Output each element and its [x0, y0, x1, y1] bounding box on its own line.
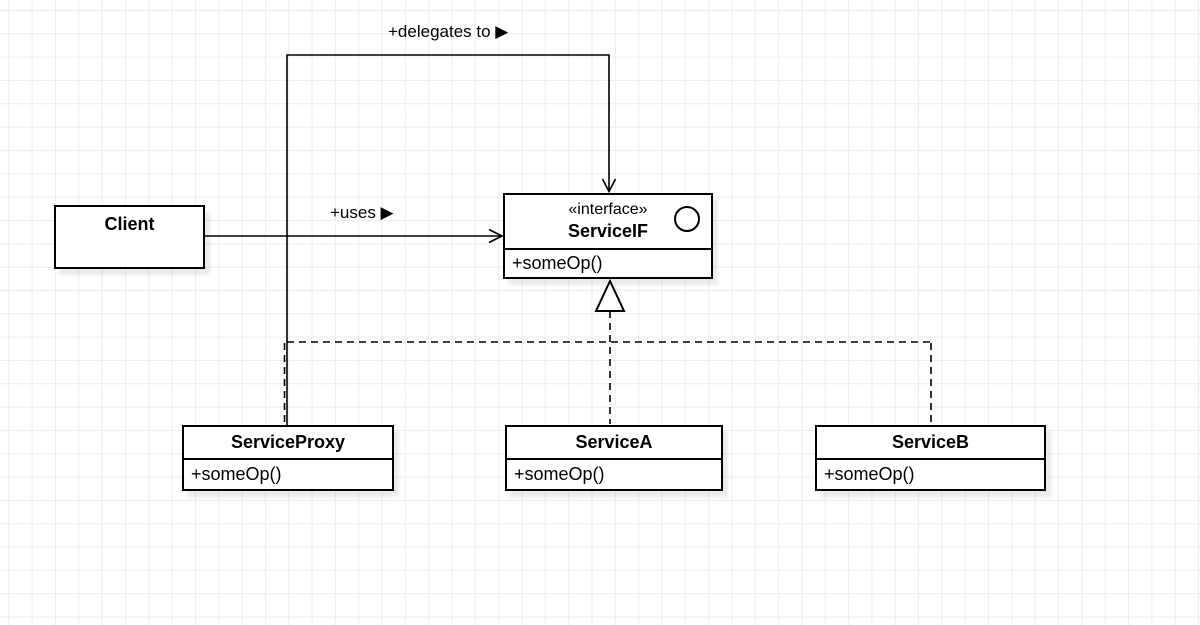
delegates-edge-label: +delegates to ▶ [388, 22, 509, 41]
interface-circle-icon [674, 206, 700, 232]
class-box-serviceb: ServiceB +someOp() [815, 425, 1046, 491]
delegates-open-arrowhead-icon [601, 178, 617, 194]
delegates-association-line [286, 54, 610, 425]
method-label-serviceif: +someOp() [512, 253, 603, 273]
method-label-serviceb: +someOp() [824, 464, 915, 484]
uses-open-arrowhead-icon [488, 228, 504, 244]
class-box-serviceif: «interface» ServiceIF +someOp() [503, 193, 713, 279]
method-label-servicea: +someOp() [514, 464, 605, 484]
class-box-serviceproxy: ServiceProxy +someOp() [182, 425, 394, 491]
class-header-serviceif: «interface» ServiceIF [505, 195, 711, 250]
class-name-serviceb: ServiceB [817, 427, 1044, 460]
realization-hollow-triangle-icon [594, 278, 626, 312]
class-box-client: Client [54, 205, 205, 269]
method-label-serviceproxy: +someOp() [191, 464, 282, 484]
class-name-servicea: ServiceA [507, 427, 721, 460]
class-box-servicea: ServiceA +someOp() [505, 425, 723, 491]
class-name-client: Client [104, 214, 155, 234]
class-name-serviceproxy: ServiceProxy [184, 427, 392, 460]
stereotype-label: «interface» [568, 201, 648, 219]
uses-edge-label: +uses ▶ [330, 203, 394, 222]
class-name-serviceif: ServiceIF [567, 221, 649, 242]
